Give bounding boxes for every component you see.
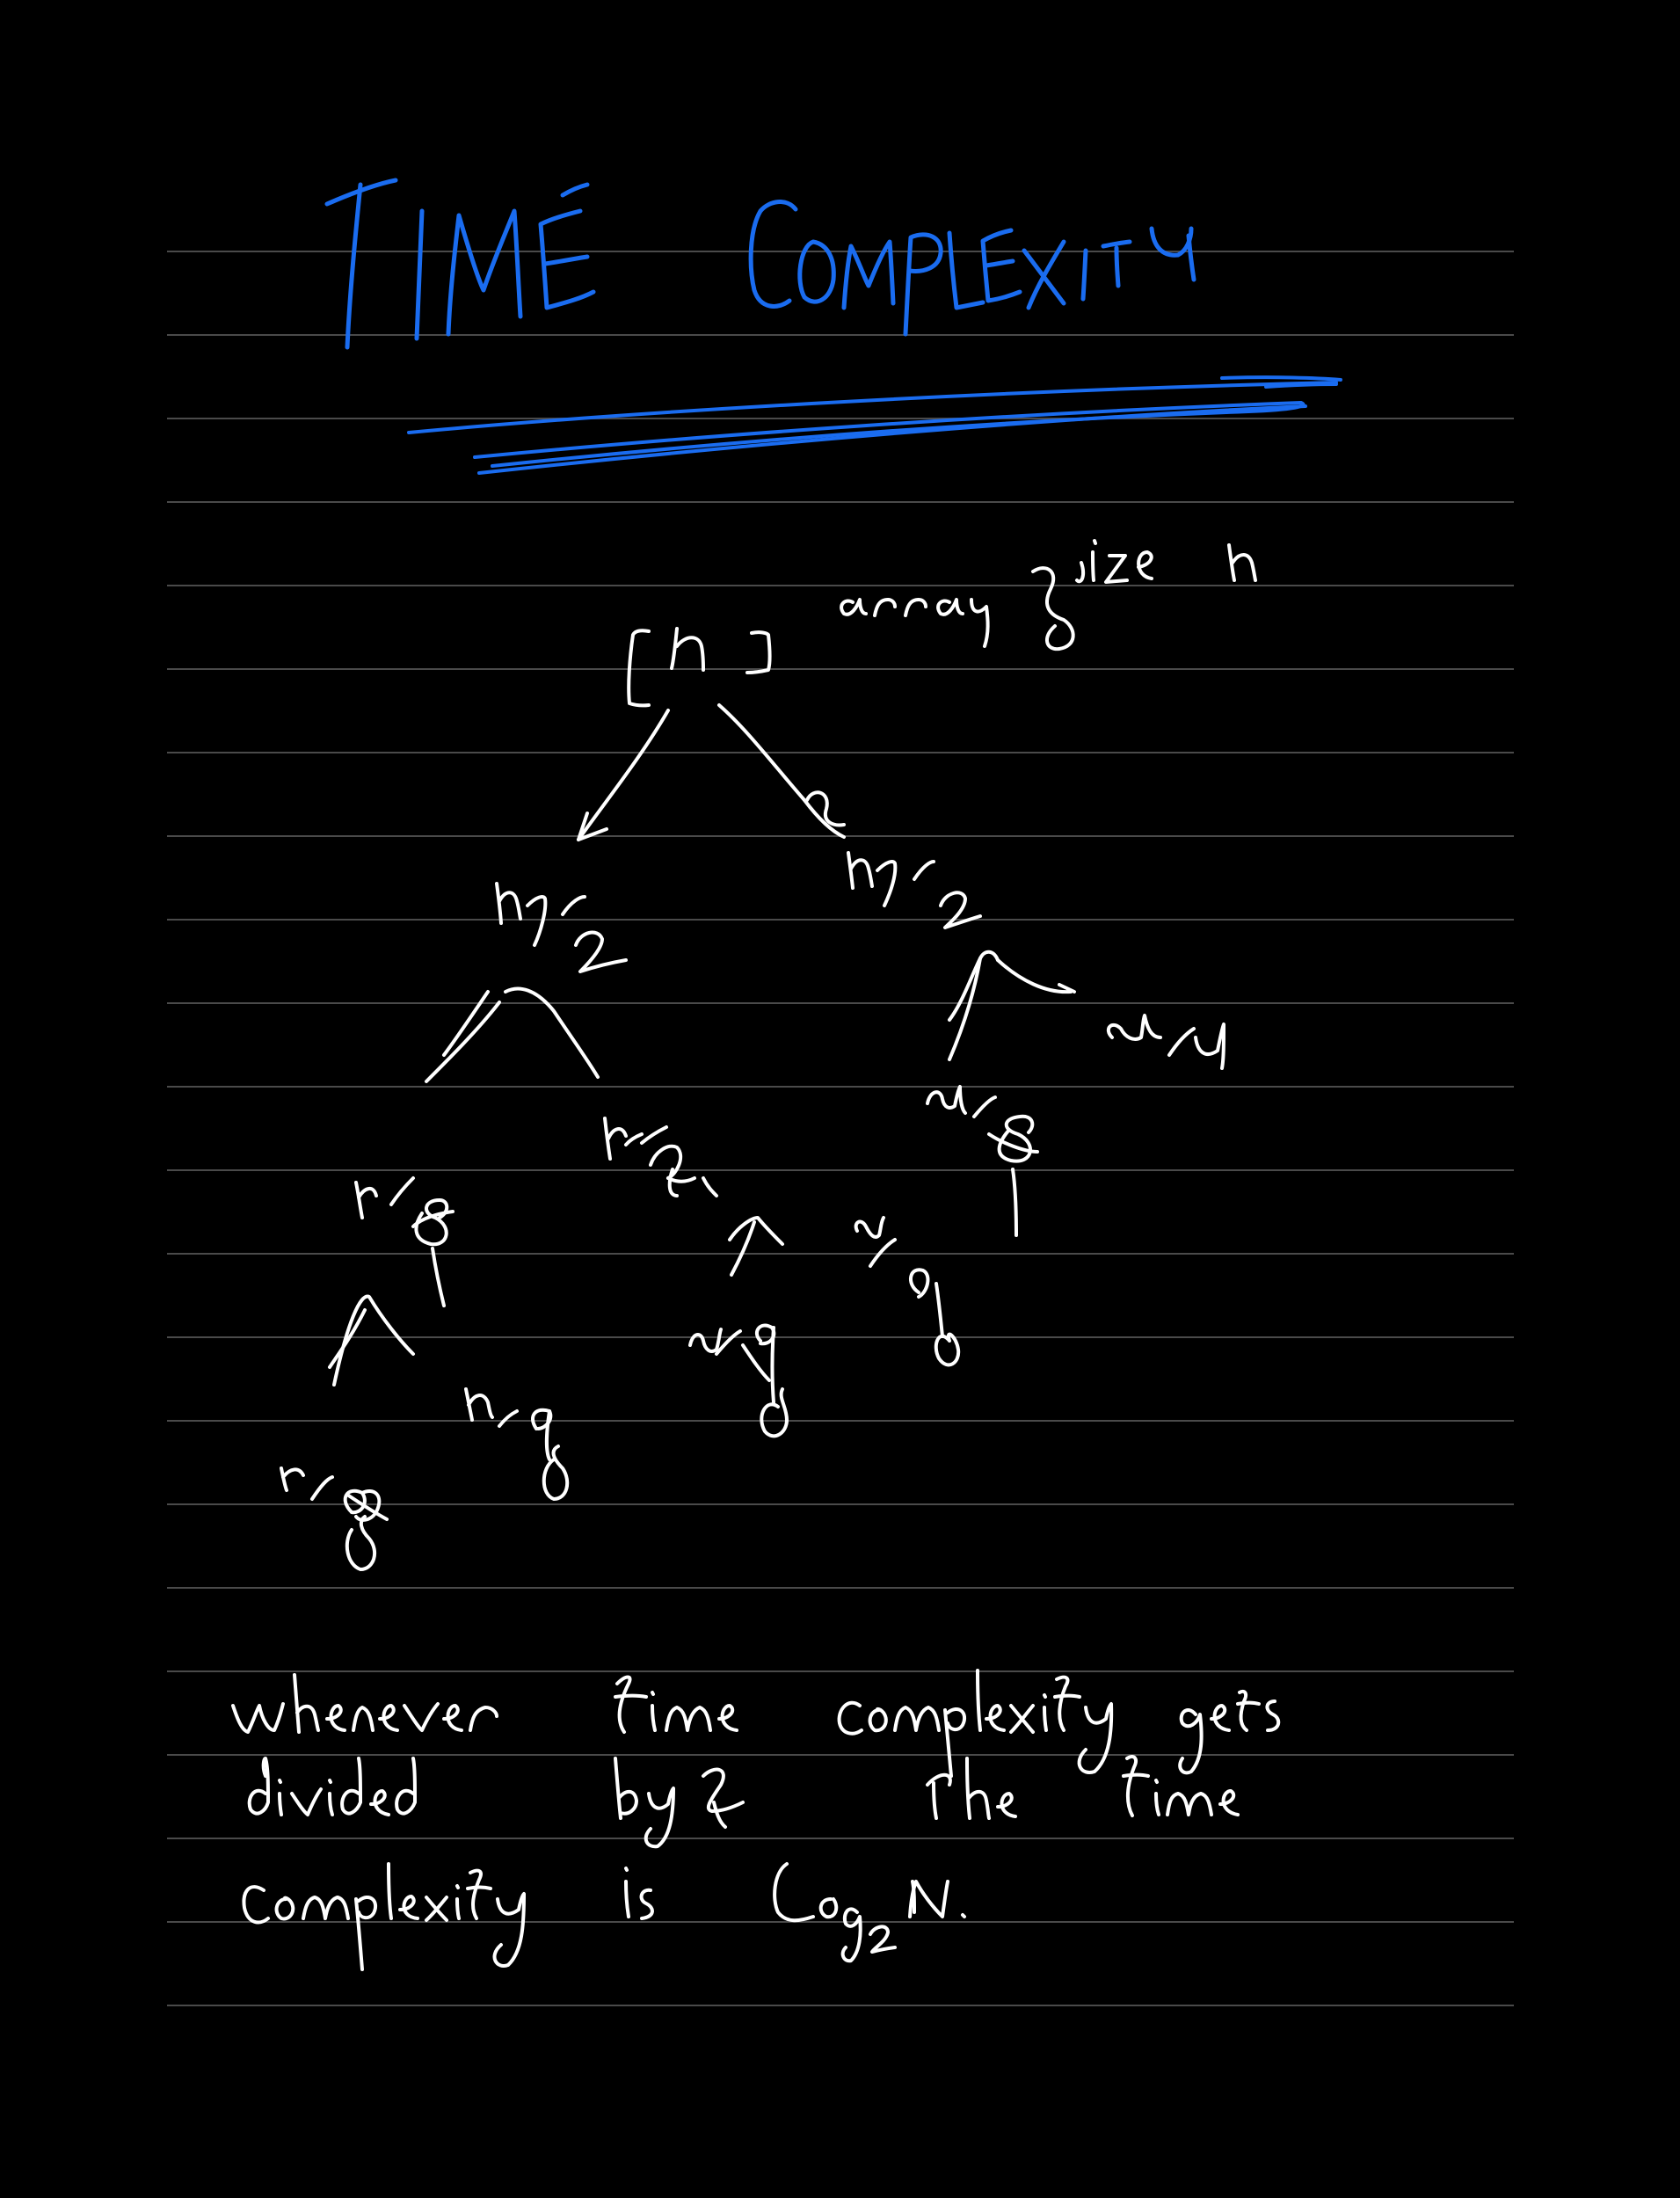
rule-line <box>167 1086 1514 1088</box>
rule-line <box>167 501 1514 503</box>
tree-node-level3 <box>464 1387 570 1501</box>
tree-branch <box>577 703 846 841</box>
title-underline <box>407 375 1342 475</box>
rule-line <box>167 1838 1514 1839</box>
tree-branch <box>948 950 1076 1061</box>
tree-node-level2 <box>1106 1014 1225 1070</box>
rule-line <box>167 334 1514 336</box>
note-line-3-ink <box>242 1862 966 1971</box>
tree-root <box>627 627 772 708</box>
rule-line <box>167 1420 1514 1422</box>
rule-line <box>167 251 1514 252</box>
tree-branch <box>328 1294 415 1386</box>
note-line-2-ink <box>247 1755 1240 1849</box>
tree-node-level3 <box>854 1216 961 1367</box>
rule-line <box>167 418 1514 419</box>
note-line-1-ink <box>231 1669 1281 1778</box>
handwritten-title <box>324 178 1342 475</box>
rule-line <box>167 668 1514 670</box>
rule-line <box>167 1921 1514 1923</box>
rule-line <box>167 585 1514 586</box>
rule-line <box>167 1587 1514 1589</box>
tree-node-level4 <box>280 1467 389 1571</box>
rule-line <box>167 1503 1514 1505</box>
tree-node-level2 <box>603 1117 718 1197</box>
rule-line <box>167 2005 1514 2006</box>
rule-line <box>167 1754 1514 1756</box>
rule-line <box>167 919 1514 921</box>
handwritten-note <box>231 1669 1281 1971</box>
tree-node-level2 <box>926 1085 1039 1237</box>
rule-line <box>167 1670 1514 1672</box>
tree-branch <box>425 986 600 1083</box>
tree-node-level3 <box>688 1323 789 1438</box>
recursion-tree <box>280 539 1257 1571</box>
tree-node-level2 <box>354 1176 455 1307</box>
rule-line <box>167 1336 1514 1338</box>
tree-node-level1 <box>495 851 982 973</box>
rule-line <box>167 1169 1514 1171</box>
root-annotation <box>840 539 1257 651</box>
rule-line <box>167 1253 1514 1255</box>
tree-branch <box>728 1216 784 1277</box>
rule-line <box>167 752 1514 753</box>
rule-line <box>167 1002 1514 1004</box>
